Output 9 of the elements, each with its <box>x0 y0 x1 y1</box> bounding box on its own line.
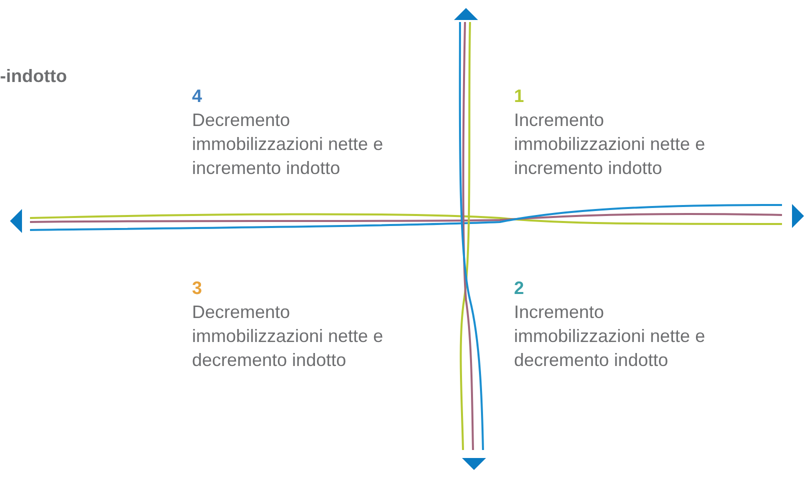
axis-label: -indotto <box>0 65 67 88</box>
quadrant-number: 4 <box>192 85 202 108</box>
quadrant-description: Incremento immobilizzazioni nette e incremento indotto <box>514 109 706 180</box>
quadrant-number: 1 <box>514 85 524 108</box>
quadrant-description: Decremento immobilizzazioni nette e decremento indotto <box>192 301 384 372</box>
quadrant-number: 3 <box>192 277 202 300</box>
quadrant-description: Decremento immobilizzazioni nette e incremento indotto <box>192 109 384 180</box>
quadrant-description: Incremento immobilizzazioni nette e decremento indotto <box>514 301 706 372</box>
quadrant-number: 2 <box>514 277 524 300</box>
